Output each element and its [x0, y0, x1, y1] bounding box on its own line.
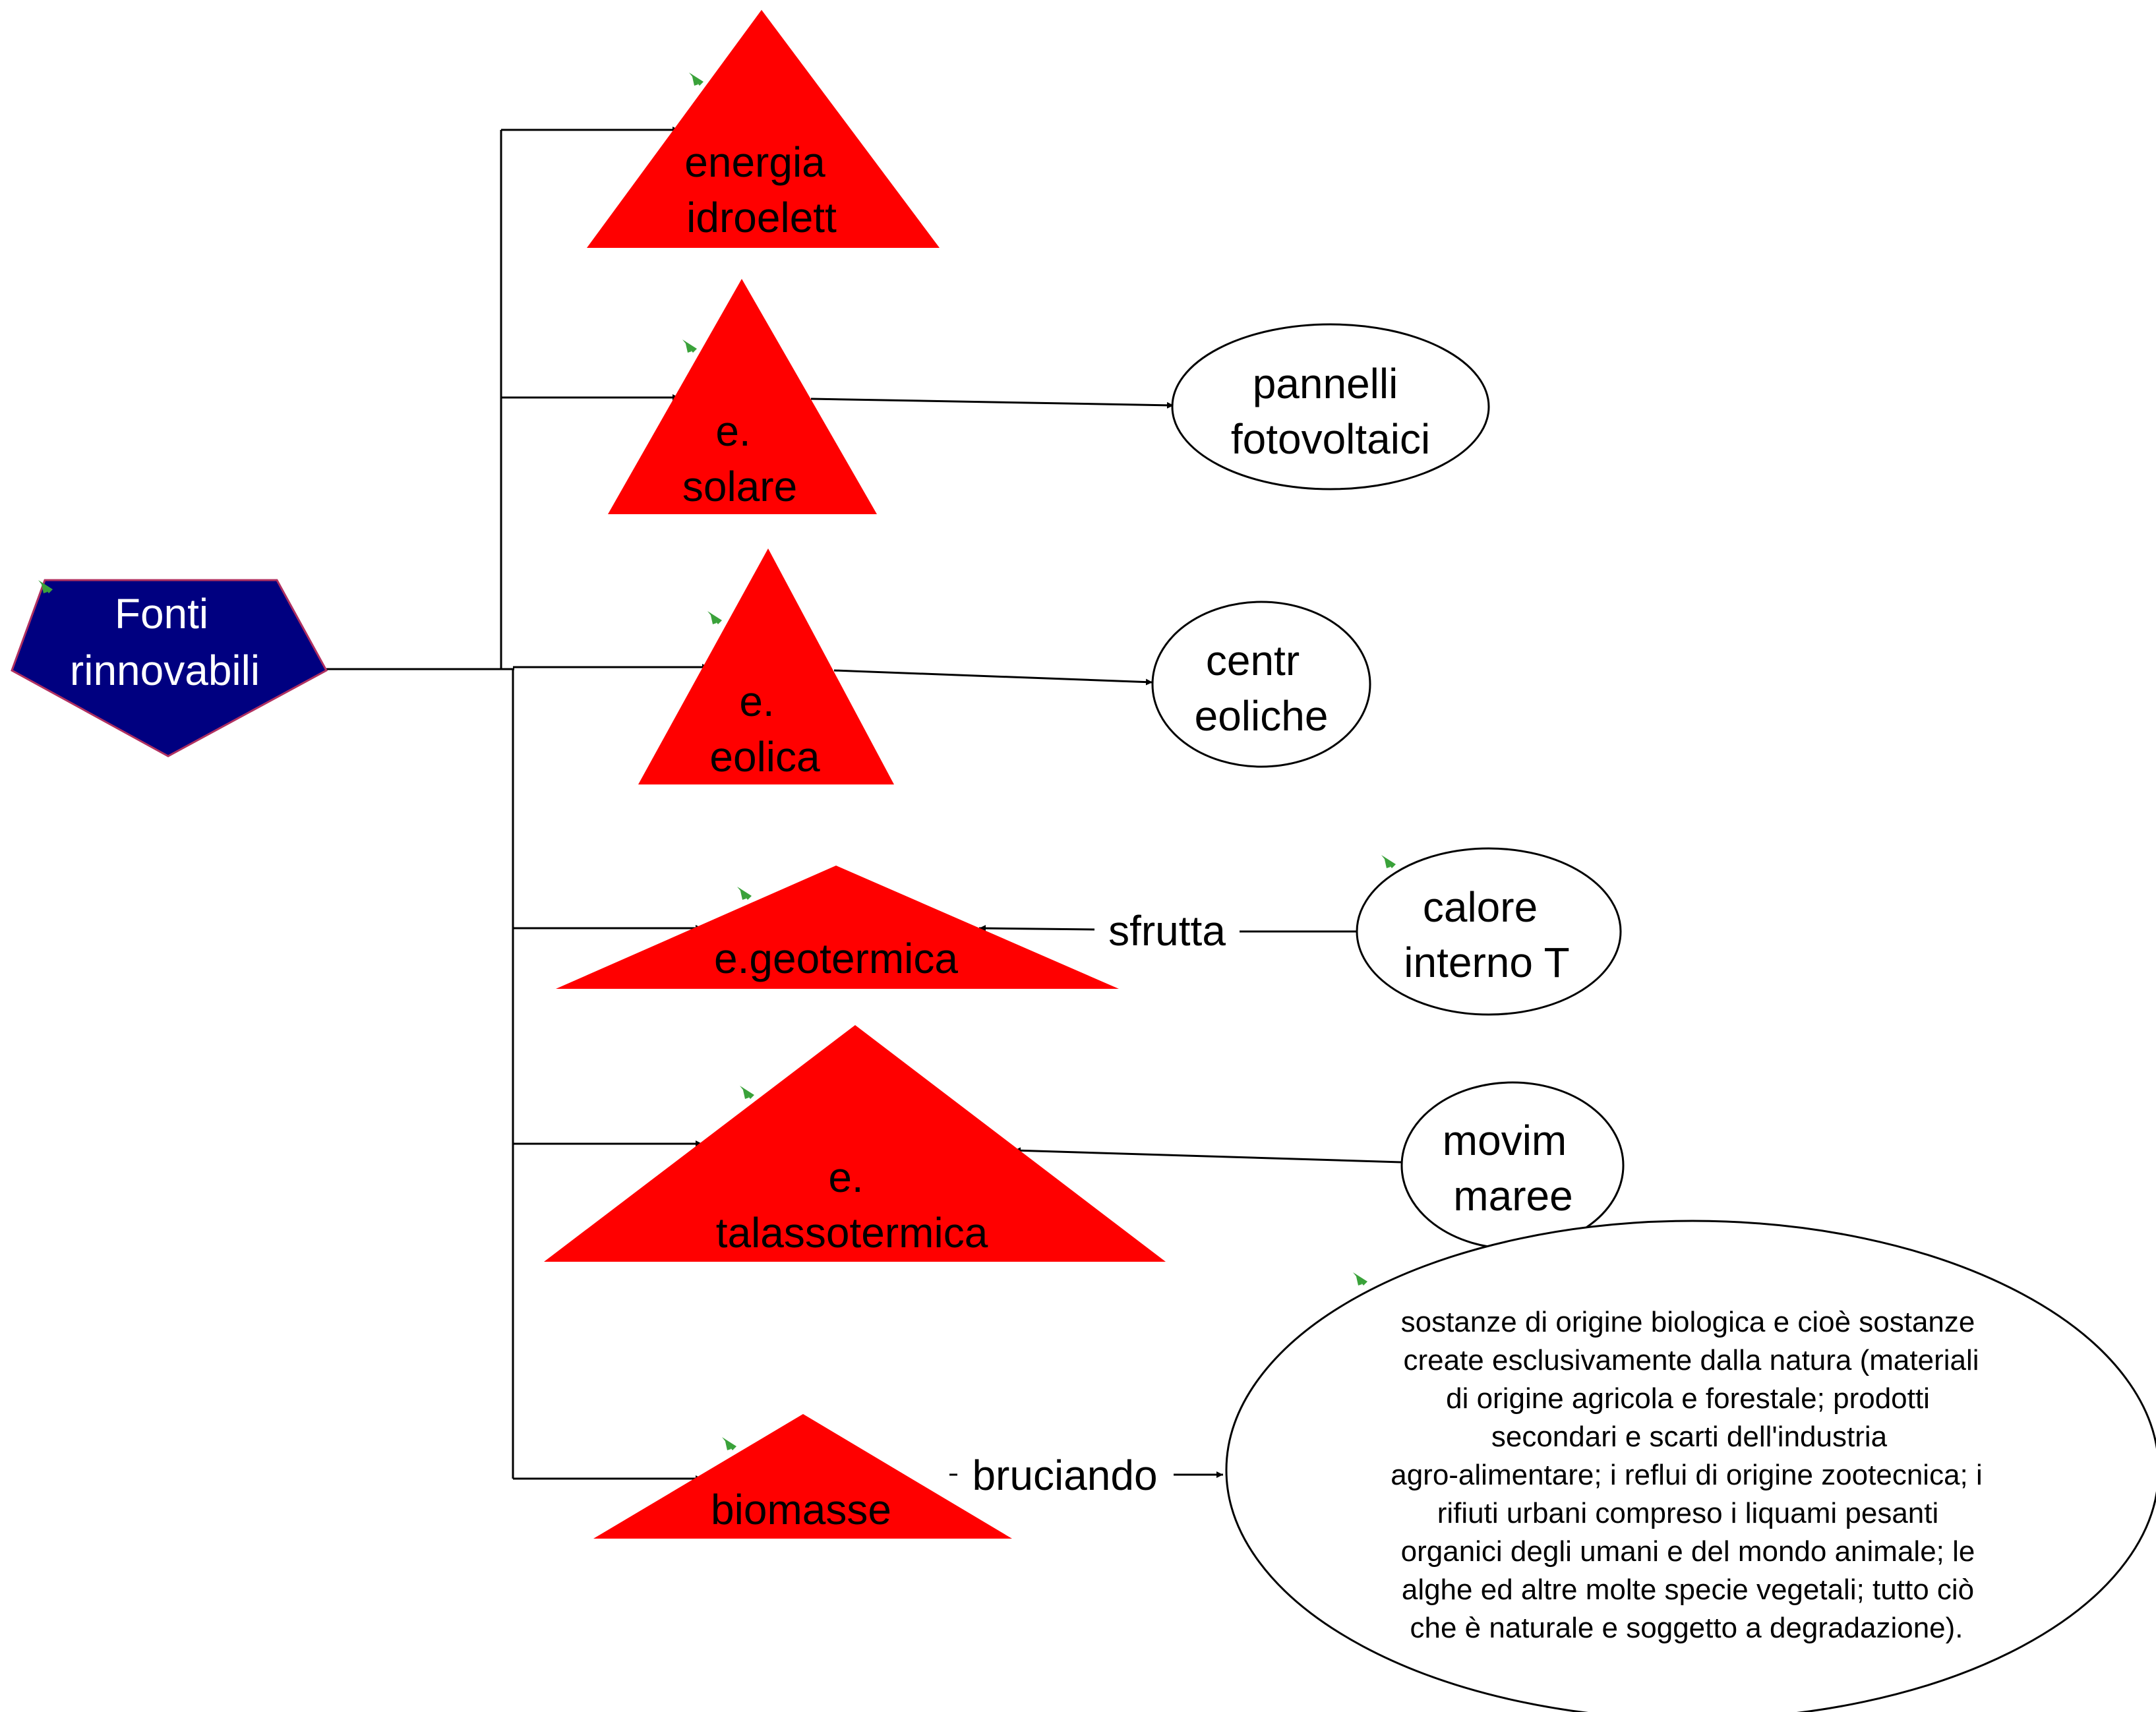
node-label-line2: fotovoltaici [1231, 415, 1430, 463]
leaf-icon[interactable] [707, 611, 722, 624]
node-label-line1: pannelli [1253, 360, 1398, 407]
edge-movim-talasso [1013, 1147, 1402, 1164]
node-label-line1: energia [684, 138, 825, 186]
node-label-line2: talassotermica [716, 1209, 988, 1256]
node-label-line1: e. [739, 678, 774, 725]
node-movim-maree[interactable]: movim maree [1400, 1081, 1625, 1250]
link-label-bruciando: bruciando [972, 1452, 1157, 1499]
node-solare[interactable]: e. solare [608, 279, 877, 514]
leaf-icon[interactable] [682, 339, 697, 353]
node-text-line: rifiuti urbani compreso i liquami pesant… [1437, 1497, 1939, 1529]
node-text-line: di origine agricola e forestale; prodott… [1446, 1382, 1930, 1415]
node-label-line1: e. [715, 407, 750, 455]
node-text-line: agro-alimentare; i reflui di origine zoo… [1391, 1459, 1983, 1491]
leaf-icon[interactable] [737, 887, 752, 900]
node-label-line2: solare [682, 463, 797, 510]
root-label-line2: rinnovabili [70, 647, 260, 694]
edge-eolica-centr [833, 669, 1153, 686]
leaf-icon[interactable] [38, 580, 53, 593]
root-node[interactable]: Fonti rinnovabili [11, 579, 328, 757]
node-text-line: alghe ed altre molte specie vegetali; tu… [1402, 1574, 1974, 1606]
node-idroelettrica[interactable]: energia idroelett [587, 10, 940, 248]
leaf-icon[interactable] [689, 73, 704, 86]
ellipse-shape [1400, 1081, 1625, 1250]
node-label-line2: eoliche [1195, 692, 1329, 740]
triangle-shape [638, 548, 894, 784]
root-shape [11, 579, 328, 757]
leaf-icon[interactable] [1381, 855, 1396, 868]
connectors [326, 127, 1402, 1482]
node-centr-eoliche[interactable]: centr eoliche [1151, 601, 1371, 768]
node-text-line: create esclusivamente dalla natura (mate… [1403, 1344, 1979, 1376]
node-label-line2: maree [1453, 1172, 1572, 1220]
node-text-line: secondari e scarti dell'industria [1491, 1421, 1888, 1453]
ellipse-shape [1151, 601, 1371, 768]
node-text-line: sostanze di origine biologica e cioè sos… [1401, 1306, 1975, 1338]
ellipse-shape [1171, 323, 1490, 490]
triangle-shape [608, 279, 877, 514]
triangle-shape [593, 1414, 1012, 1539]
triangle-shape [544, 1025, 1166, 1262]
leaf-icon[interactable] [1353, 1272, 1367, 1285]
node-label-line1: biomasse [711, 1486, 891, 1533]
node-label-line2: interno T [1404, 939, 1569, 986]
node-label-line2: idroelett [686, 194, 837, 241]
node-geotermica[interactable]: e.geotermica [556, 866, 1119, 989]
leaf-markers [38, 73, 1396, 1450]
node-calore-interno[interactable]: calore interno T [1356, 847, 1622, 1016]
node-label-line1: e.geotermica [714, 935, 958, 982]
leaf-icon[interactable] [740, 1086, 754, 1099]
node-pannelli-fotovoltaici[interactable]: pannelli fotovoltaici [1171, 323, 1490, 490]
node-sostanze-biologiche[interactable]: sostanze di origine biologica e cioè sos… [1225, 1220, 2156, 1712]
node-label-line1: movim [1443, 1117, 1567, 1164]
node-label-line2: eolica [709, 733, 820, 781]
ellipse-shape [1356, 847, 1622, 1016]
leaf-icon[interactable] [722, 1437, 736, 1450]
edge-solare-pannelli [810, 398, 1174, 409]
link-label-sfrutta: sfrutta [1108, 907, 1226, 955]
node-label-line1: calore [1423, 883, 1538, 931]
root-label-line1: Fonti [115, 590, 208, 637]
node-talassotermica[interactable]: e. talassotermica [544, 1025, 1166, 1262]
ellipse-shape [1225, 1220, 2156, 1712]
edge-sfrutta-geotermica [978, 925, 1095, 932]
node-text-line: organici degli umani e del mondo animale… [1401, 1535, 1975, 1568]
node-eolica[interactable]: e. eolica [638, 548, 894, 784]
triangle-shape [587, 10, 940, 248]
node-label-line1: e. [828, 1154, 863, 1201]
node-biomasse[interactable]: biomasse [593, 1414, 1012, 1539]
triangle-shape [556, 866, 1119, 989]
node-text-line: che è naturale e soggetto a degradazione… [1410, 1612, 1963, 1644]
node-label-line1: centr [1206, 637, 1300, 684]
